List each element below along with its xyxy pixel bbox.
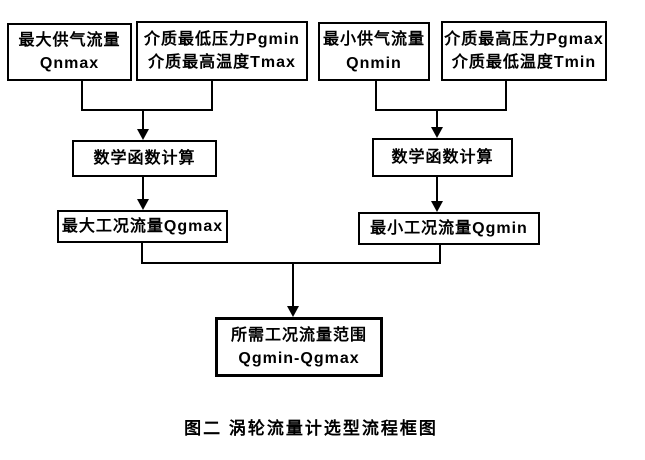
connector-right-merge-hline	[375, 109, 507, 111]
node-math-function-left-label: 数学函数计算	[93, 149, 196, 167]
arrow-down-icon	[137, 199, 149, 210]
node-media-max-pressure-line: 介质最高压力Pgmax	[444, 30, 604, 48]
node-min-working-flow-label: 最小工况流量Qgmin	[370, 219, 528, 237]
node-min-supply-flow-line1: 最小供气流量	[322, 31, 425, 49]
node-math-function-right-label: 数学函数计算	[391, 148, 494, 166]
node-media-min-pressure-line: 介质最低压力Pgmin	[144, 30, 300, 48]
connector-left-merge-vline2	[211, 81, 213, 111]
connector-bottom-merge-vline2	[439, 245, 441, 264]
node-media-max-temp-line: 介质最高温度Tmax	[148, 54, 296, 71]
node-required-flow-range: 所需工况流量范围 Qgmin-Qgmax	[215, 317, 383, 377]
node-media-min-temp-line: 介质最低温度Tmin	[451, 54, 597, 71]
node-math-function-left: 数学函数计算	[72, 140, 217, 177]
node-min-supply-flow-line2: Qnmin	[346, 54, 402, 72]
node-max-working-flow-label: 最大工况流量Qgmax	[61, 217, 224, 235]
connector-bottom-merge-stem	[292, 262, 294, 307]
connector-left-merge-stem	[142, 109, 144, 131]
connector-right-merge-stem	[436, 109, 438, 128]
connector-bottom-merge-hline	[141, 262, 441, 264]
node-max-working-flow: 最大工况流量Qgmax	[57, 210, 228, 243]
node-max-supply-flow-line2: Qnmax	[39, 55, 100, 72]
arrow-down-icon	[137, 129, 149, 140]
node-media-min-pressure-max-temp: 介质最低压力Pgmin 介质最高温度Tmax	[136, 21, 308, 81]
connector-left-merge-hline	[81, 109, 213, 111]
connector-mathleft-qgmax-stem	[142, 177, 144, 200]
arrow-down-icon	[287, 306, 299, 317]
node-media-max-pressure-min-temp: 介质最高压力Pgmax 介质最低温度Tmin	[441, 21, 607, 81]
connector-mathright-qgmin-stem	[436, 177, 438, 202]
figure-caption: 图二 涡轮流量计选型流程框图	[184, 419, 438, 438]
connector-right-merge-vline1	[375, 81, 377, 111]
node-min-supply-flow: 最小供气流量 Qnmin	[318, 22, 430, 81]
node-math-function-right: 数学函数计算	[372, 138, 513, 177]
connector-bottom-merge-vline1	[141, 243, 143, 264]
node-required-flow-range-line2: Qgmin-Qgmax	[238, 350, 360, 367]
arrow-down-icon	[431, 201, 443, 212]
node-max-supply-flow: 最大供气流量 Qnmax	[7, 23, 132, 81]
node-max-supply-flow-line1: 最大供气流量	[18, 31, 121, 49]
connector-right-merge-vline2	[505, 81, 507, 111]
node-min-working-flow: 最小工况流量Qgmin	[358, 212, 540, 245]
node-required-flow-range-line1: 所需工况流量范围	[230, 326, 367, 344]
connector-left-merge-vline1	[81, 81, 83, 111]
arrow-down-icon	[431, 127, 443, 138]
